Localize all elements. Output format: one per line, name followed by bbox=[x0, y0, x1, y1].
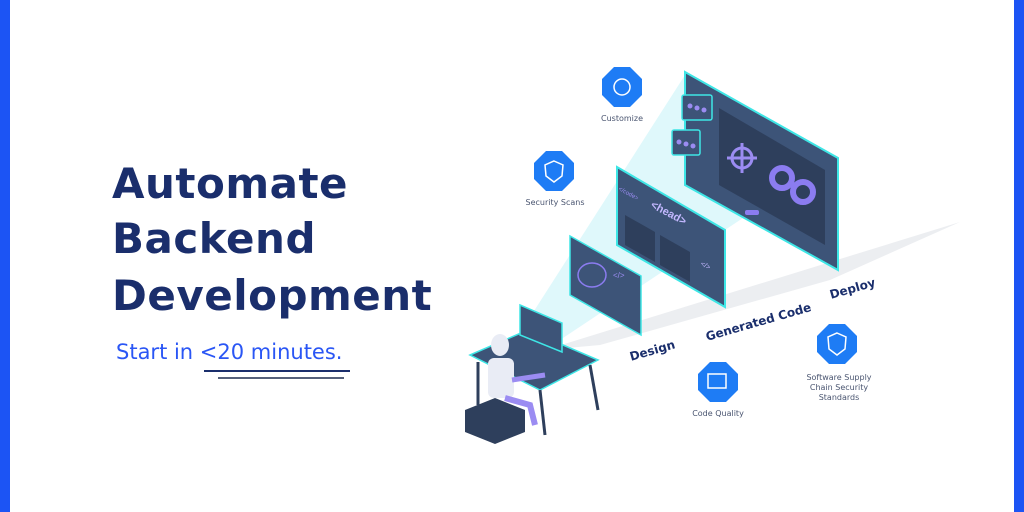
headline-line-1: Automate bbox=[112, 159, 349, 208]
customize-icon bbox=[602, 67, 642, 107]
subheadline: Start in <20 minutes. bbox=[116, 340, 343, 364]
shield-icon bbox=[534, 151, 574, 191]
headline-line-3: Development bbox=[112, 271, 433, 320]
generated-code-screen: </code> <head> </> bbox=[616, 165, 726, 309]
floor-shadow bbox=[545, 222, 960, 350]
supply-chain-label: Software Supply Chain Security Standards bbox=[797, 373, 881, 403]
code-quality-label: Code Quality bbox=[692, 409, 744, 418]
design-screen: </> bbox=[569, 234, 642, 337]
code-quality-icon bbox=[698, 362, 738, 402]
customize-label: Customize bbox=[601, 114, 643, 123]
design-slash-tag-text: </> bbox=[613, 271, 625, 280]
supply-chain-line-1: Software Supply bbox=[806, 373, 872, 382]
left-border bbox=[0, 0, 10, 512]
helm-wheel-icon bbox=[727, 143, 757, 173]
robot-at-desk bbox=[465, 303, 600, 444]
headline-line-2: Backend bbox=[112, 214, 317, 263]
supply-chain-line-2: Chain Security bbox=[809, 383, 869, 392]
supply-chain-line-3: Standards bbox=[818, 393, 860, 402]
infinity-icon bbox=[769, 165, 816, 205]
slash-tag-text: </> bbox=[699, 261, 711, 272]
security-scans-label: Security Scans bbox=[525, 198, 585, 207]
right-border bbox=[1014, 0, 1024, 512]
deploy-screen bbox=[671, 70, 839, 272]
underline-stroke bbox=[204, 370, 350, 372]
chat-bubble-icon bbox=[671, 94, 713, 156]
underline-stroke-2 bbox=[218, 377, 344, 379]
brain-icon bbox=[577, 262, 607, 288]
supply-chain-shield-icon bbox=[817, 324, 857, 364]
